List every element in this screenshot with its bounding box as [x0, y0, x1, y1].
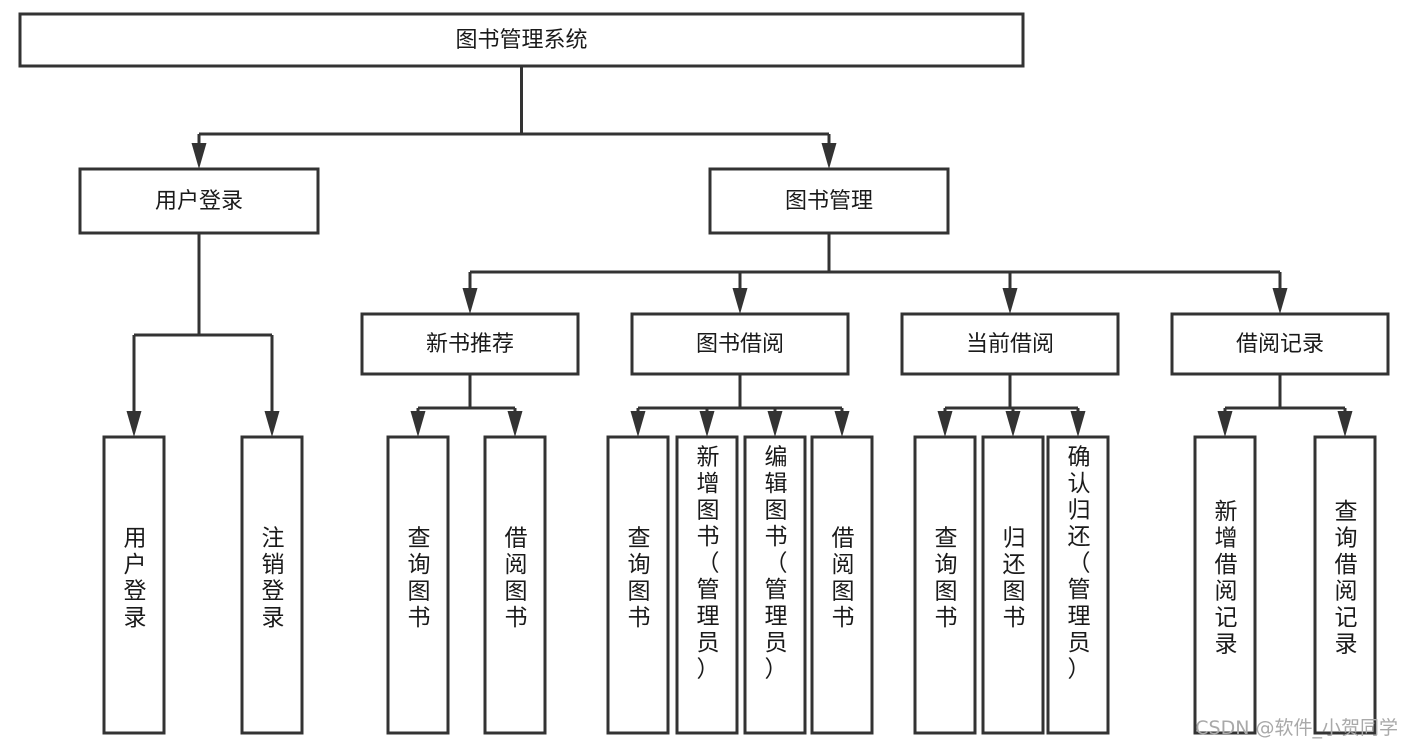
- node-label: 编辑图书（管理员）: [765, 444, 788, 682]
- node-label: 借阅图书: [505, 525, 528, 631]
- node-label: 确认归还（管理员）: [1068, 444, 1091, 682]
- node-current-borrow[interactable]: 当前借阅: [900, 312, 1120, 376]
- csdn-watermark: CSDN @软件_小贺同学: [1195, 717, 1398, 739]
- node-label: 查询图书: [628, 525, 651, 631]
- node-book-manage[interactable]: 图书管理: [708, 167, 950, 235]
- node-label: 新书推荐: [426, 332, 514, 357]
- node-label: 当前借阅: [966, 332, 1054, 357]
- node-leaf-user-login[interactable]: 用户登录: [102, 435, 166, 735]
- node-label: 借阅图书: [832, 525, 855, 631]
- node-new-book-rec[interactable]: 新书推荐: [360, 312, 580, 376]
- node-label: 查询图书: [935, 525, 958, 631]
- node-leaf-borrow-book-2[interactable]: 借阅图书: [810, 435, 874, 735]
- node-leaf-query-book-3[interactable]: 查询图书: [913, 435, 977, 735]
- node-label: 注销登录: [262, 525, 285, 631]
- node-borrow-record[interactable]: 借阅记录: [1170, 312, 1390, 376]
- node-leaf-add-record[interactable]: 新增借阅记录: [1193, 435, 1257, 735]
- node-leaf-user-logout[interactable]: 注销登录: [240, 435, 304, 735]
- node-label: 图书管理: [785, 189, 873, 214]
- node-label: 归还图书: [1003, 525, 1026, 631]
- node-leaf-query-book-2[interactable]: 查询图书: [606, 435, 670, 735]
- node-label: 查询图书: [408, 525, 431, 631]
- node-layer: 图书管理系统用户登录图书管理新书推荐图书借阅当前借阅借阅记录用户登录注销登录查询…: [18, 12, 1390, 735]
- node-label: 新增图书（管理员）: [697, 444, 720, 682]
- node-label: 图书管理系统: [455, 28, 587, 53]
- node-leaf-query-book-1[interactable]: 查询图书: [386, 435, 450, 735]
- node-leaf-borrow-book-1[interactable]: 借阅图书: [483, 435, 547, 735]
- node-label: 用户登录: [124, 525, 147, 631]
- connector-layer: [126, 66, 1353, 437]
- node-book-borrow[interactable]: 图书借阅: [630, 312, 850, 376]
- node-label: 查询借阅记录: [1335, 499, 1358, 658]
- node-label: 新增借阅记录: [1215, 499, 1238, 658]
- node-user-login[interactable]: 用户登录: [78, 167, 320, 235]
- node-root[interactable]: 图书管理系统: [18, 12, 1025, 68]
- node-leaf-edit-book[interactable]: 编辑图书（管理员）: [743, 435, 807, 735]
- node-label: 图书借阅: [696, 332, 784, 357]
- node-leaf-query-record[interactable]: 查询借阅记录: [1313, 435, 1377, 735]
- node-leaf-add-book[interactable]: 新增图书（管理员）: [675, 435, 739, 735]
- node-leaf-confirm-ret[interactable]: 确认归还（管理员）: [1046, 435, 1110, 735]
- node-label: 借阅记录: [1236, 332, 1324, 357]
- node-leaf-return-book[interactable]: 归还图书: [981, 435, 1045, 735]
- node-label: 用户登录: [155, 189, 243, 214]
